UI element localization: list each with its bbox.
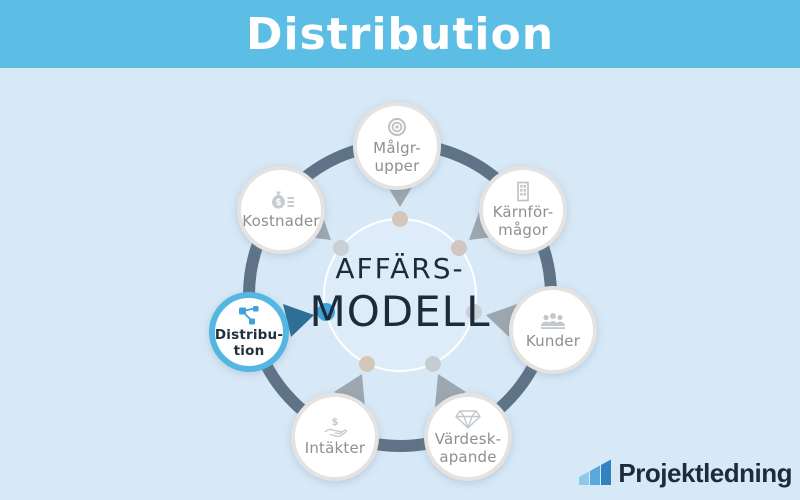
network-icon <box>237 304 261 326</box>
center-dot-karnformagor <box>451 240 467 256</box>
node-vardeskapande: Värdesk- apande <box>424 393 512 481</box>
node-label: Värdesk- apande <box>434 430 502 466</box>
center-dot-distribution <box>317 303 335 321</box>
people-icon <box>539 309 567 331</box>
node-label: Kostnader <box>242 212 320 231</box>
node-malgrupper: Målgr- upper <box>353 102 441 190</box>
node-kostnader: $ Kostnader <box>237 166 325 254</box>
target-icon <box>386 116 408 138</box>
center-title-line2: MODELL <box>309 287 491 336</box>
hand-money-icon: $ <box>323 416 347 438</box>
node-label: Distribu- tion <box>214 327 284 359</box>
node-distribution: Distribu- tion <box>209 292 289 372</box>
pointer-vardeskapande <box>435 374 466 407</box>
center-title-line1: AFFÄRS- <box>335 252 465 285</box>
node-intakter: $ Intäkter <box>291 393 379 481</box>
building-icon <box>513 180 533 202</box>
page-title: Distribution <box>245 8 555 60</box>
logo: Projektledning <box>577 456 792 490</box>
logo-chart-icon <box>577 456 613 490</box>
node-label: Intäkter <box>304 439 366 458</box>
svg-text:$: $ <box>275 198 281 208</box>
center-rim-dots <box>317 211 482 372</box>
center-dot-kunder <box>466 304 482 320</box>
center-dot-intakter <box>359 356 375 372</box>
node-label: Kärnför- mågor <box>492 203 554 239</box>
node-label: Kunder <box>525 332 581 351</box>
node-label: Målgr- upper <box>373 139 421 175</box>
center-dot-vardeskapande <box>425 356 441 372</box>
pointer-distribution <box>283 304 314 337</box>
diamond-icon <box>455 407 481 430</box>
logo-text: Projektledning <box>618 457 792 488</box>
title-banner: Distribution <box>0 0 800 68</box>
center-dot-kostnader <box>333 240 349 256</box>
node-karnformagor: Kärnför- mågor <box>479 166 567 254</box>
center-dot-malgrupper <box>392 211 408 227</box>
center-title: AFFÄRS- MODELL <box>300 252 500 336</box>
node-kunder: Kunder <box>509 286 597 374</box>
money-bag-icon: $ <box>268 189 295 211</box>
svg-text:$: $ <box>332 417 339 428</box>
